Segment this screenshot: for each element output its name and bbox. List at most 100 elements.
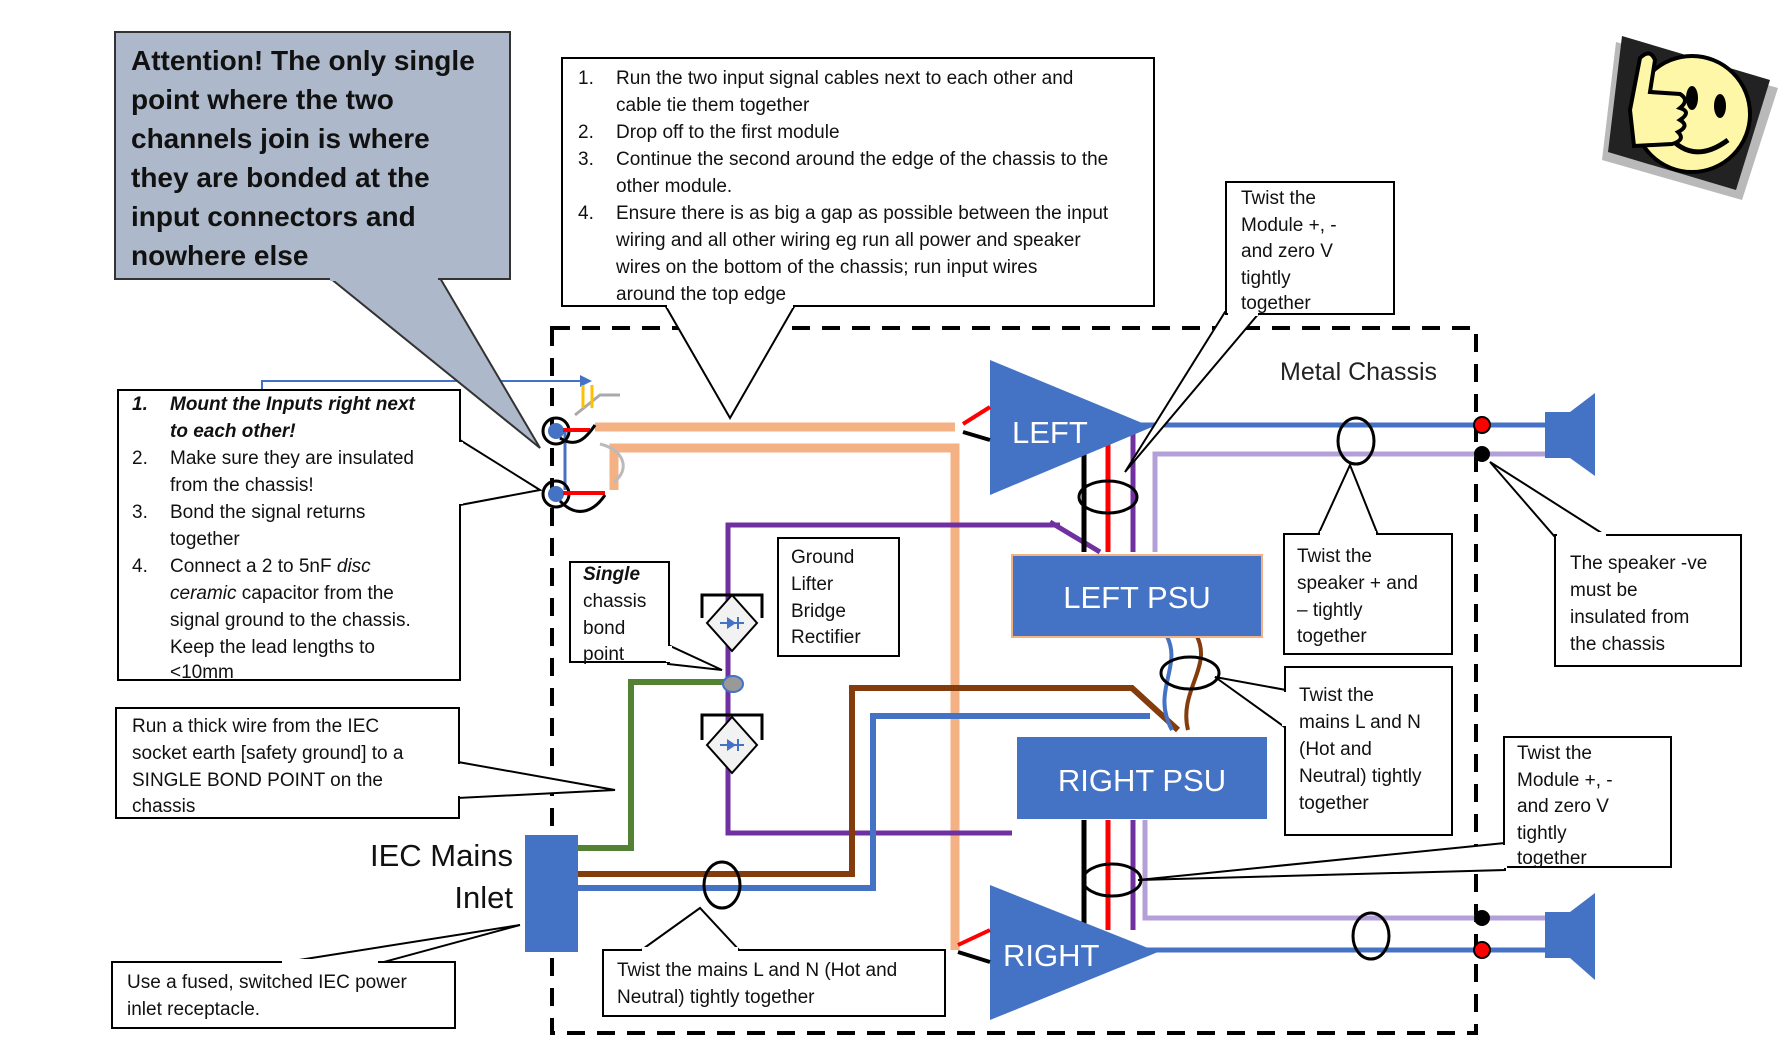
speaker-left-icon [1545,393,1595,476]
input-note-4-line-3: signal ground to the chassis. [170,610,411,631]
twist-ring-speaker-left [1336,416,1376,466]
module-twist-top-line-2: Module +, - [1241,215,1337,236]
thumbs-up-smiley-icon [1602,36,1778,200]
routing-note-4-line-2: wiring and all other wiring eg run all p… [615,230,1081,251]
mains-twist-note-line-2: Neutral) tightly together [617,987,815,1008]
input-note-4-line-2: ceramic capacitor from the [170,583,394,604]
earth-note-line-3: SINGLE BOND POINT on the [132,770,383,791]
input-note-2-line-2: from the chassis! [170,475,314,496]
speaker-twist-line-1: Twist the [1297,546,1372,567]
mains-twist-note-box [602,949,946,1017]
amp-left-input-red [961,405,992,426]
amp-right [990,885,1158,1020]
routing-note-4-line-3: wires on the bottom of the chassis; run … [615,257,1037,278]
speaker-right-neg [1142,820,1545,921]
module-twist-top-line-3: and zero V [1241,241,1333,262]
earth-note-line-2: socket earth [safety ground] to a [132,743,404,764]
bridge-rectifier-upper [700,593,764,653]
psu-mains-twist-brown [1184,631,1203,731]
fused-note-tail [279,924,521,964]
module-twist-top-line-5: together [1241,293,1311,314]
cap-lead-arrow [580,375,592,387]
input-note-1-num: 1. [132,394,148,415]
input-bond-wire [599,442,625,484]
twist-ring-iec-mains [702,860,742,910]
module-twist-top-box [1225,181,1395,315]
routing-note-1-line-2: cable tie them together [616,95,810,116]
speaker-left-neg-terminal [1474,446,1490,462]
metal-chassis-label: Metal Chassis [1280,358,1437,386]
mains-twist-note-tail [636,906,743,952]
input-notes-list: 1. Mount the Inputs right next to each o… [132,394,416,683]
ground-lifter-line-1: Ground [791,547,854,568]
amp-right-input-red [957,928,991,947]
speaker-twist-line-4: together [1297,626,1367,647]
input-connector-left [541,416,597,446]
attention-line-1: Attention! The only single [131,45,475,76]
module-twist-bottom-line-2: Module +, - [1517,770,1613,791]
single-bond-note-line-2: chassis [583,591,646,612]
input-note-3-line-1: Bond the signal returns [170,502,365,523]
psu-mains-twist-line-3: (Hot and [1299,739,1372,760]
single-bond-note-box [569,561,670,663]
input-note-2-num: 2. [132,448,148,469]
routing-note-1-line-1: Run the two input signal cables next to … [616,68,1073,89]
speaker-left-neg [1152,451,1545,552]
module-twist-bottom-tail [1137,841,1506,881]
ground-lifter-line-2: Lifter [791,574,834,595]
module-twist-bottom-line-1: Twist the [1517,743,1592,764]
module-twist-top-line-1: Twist the [1241,188,1316,209]
fused-note-line-2: inlet receptacle. [127,999,260,1020]
psu-mains-twist-line-1: Twist the [1299,685,1374,706]
psu-mains-twist-tail [1214,676,1287,730]
psu-left [1011,554,1263,638]
purple-left-to-psu [1048,519,1102,555]
speaker-neg-tail [1489,461,1612,538]
amp-left-input-black [962,430,991,442]
iec-label-line1: IEC Mains [370,838,513,873]
attention-line-5: input connectors and [131,201,416,232]
attention-line-2: point where the two [131,84,394,115]
speaker-neg-line-1: The speaker -ve [1570,553,1707,574]
routing-note-3-line-1: Continue the second around the edge of t… [616,149,1108,170]
input-note-1-line-1: Mount the Inputs right next [170,394,416,415]
speaker-twist-note-box [1283,533,1453,655]
speaker-left-pos-terminal [1473,416,1491,434]
speaker-twist-line-3: – tightly [1297,600,1363,621]
twist-ring-left-module [1077,479,1139,515]
psu-left-label: LEFT PSU [1063,580,1211,615]
earth-note-line-4: chassis [132,796,195,817]
input-note-1-line-2: to each other! [170,421,296,442]
psu-mains-twist-line-4: Neutral) tightly [1299,766,1422,787]
psu-mains-twist-line-2: mains L and N [1299,712,1421,733]
twist-ring-psu-mains [1159,655,1221,691]
module-twist-bottom-line-4: tightly [1517,823,1567,844]
routing-note-4-num: 4. [578,203,594,224]
speaker-neg-note-box [1554,534,1742,667]
input-note-3-num: 3. [132,502,148,523]
ground-lifter-note-box [777,537,900,657]
attention-callout [114,31,511,280]
routing-note-4-line-4: around the top edge [616,284,786,305]
speaker-neg-line-3: insulated from [1570,607,1689,628]
speaker-twist-line-2: speaker + and [1297,573,1418,594]
mains-live-wire [572,685,1181,877]
speaker-neg-line-4: the chassis [1570,634,1665,655]
earth-note-line-1: Run a thick wire from the IEC [132,716,379,737]
routing-note-2-line-1: Drop off to the first module [616,122,840,143]
module-twist-bottom-line-3: and zero V [1517,796,1609,817]
routing-note-2-num: 2. [578,122,594,143]
module-twist-top-tail [1124,311,1263,473]
bridge-rectifier-lower [700,713,764,775]
single-bond-point [722,675,744,693]
speaker-right-icon [1545,893,1595,980]
metal-chassis-outline [550,326,1478,1035]
single-bond-note-tail [667,643,723,671]
routing-note-1-num: 1. [578,68,594,89]
twist-ring-speaker-right [1351,911,1391,961]
input-note-4-line-5: <10mm [170,662,234,683]
input-notes-box [117,389,461,681]
psu-mains-twist-blue [1162,631,1174,731]
input-note-3-line-2: together [170,529,240,550]
